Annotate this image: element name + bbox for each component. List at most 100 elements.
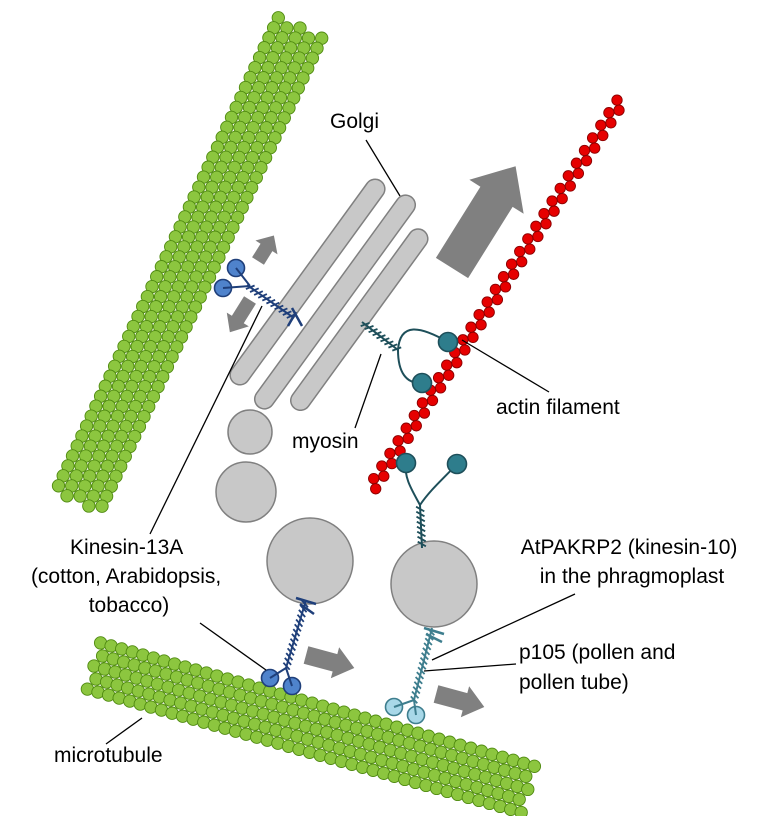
stalk-coil xyxy=(245,284,255,290)
actin-subunit xyxy=(441,359,453,371)
kinesin13a-neck xyxy=(222,267,251,289)
actin-subunit xyxy=(459,344,471,356)
actin-subunit xyxy=(451,357,463,369)
actin-subunit xyxy=(532,230,544,243)
microtubule-subunit xyxy=(60,489,74,503)
golgi-stack xyxy=(229,178,429,412)
actin-subunit xyxy=(548,205,560,217)
vesicle-small xyxy=(227,409,273,455)
labels-layer: Golgi actin filament myosin Kinesin-13A … xyxy=(31,110,737,767)
stalk-coil xyxy=(282,310,292,316)
stalk-coil xyxy=(414,676,423,685)
actin-subunit xyxy=(570,157,583,169)
myosin-stalk-vesicle xyxy=(415,504,427,549)
stalk-coil xyxy=(282,662,291,671)
p105-stalk xyxy=(410,627,435,704)
stalk-core xyxy=(285,599,307,669)
actin-subunit xyxy=(522,233,534,245)
actin-subunit xyxy=(572,167,585,180)
actin-subunit xyxy=(465,321,477,333)
stalk-coil xyxy=(422,647,431,656)
stalk-coil xyxy=(415,505,425,513)
kinesin13a-stalk-upper xyxy=(245,284,296,319)
kinesin13a-line: Kinesin-13A xyxy=(70,536,183,559)
golgi-cisterna xyxy=(291,229,428,410)
stalk-coil xyxy=(286,647,295,656)
actin-subunit xyxy=(491,293,504,306)
microtubule-subunit xyxy=(519,769,533,783)
myosin-leader xyxy=(354,353,382,429)
actin-subunit xyxy=(507,268,520,280)
stalk-coil xyxy=(360,321,370,327)
stalk-coil xyxy=(417,540,427,548)
myosin-head xyxy=(437,331,459,353)
kinesin13a-line: tobacco) xyxy=(89,594,170,617)
stalk-coil xyxy=(380,337,390,343)
stalk-coil xyxy=(424,637,433,646)
p105-cargo-tail xyxy=(423,626,445,644)
myosin-stalk-golgi xyxy=(360,321,402,352)
stalk-coil xyxy=(391,346,402,352)
atpakrp2-leader xyxy=(431,593,576,661)
stalk-coil xyxy=(261,296,272,302)
p105-line: pollen tube) xyxy=(519,671,629,694)
stalk-coil xyxy=(294,623,302,632)
kinesin13a-stalk-lower xyxy=(282,599,309,671)
p105-leader xyxy=(423,663,517,672)
filaments-layer xyxy=(51,11,625,816)
actin-subunit xyxy=(497,271,510,283)
actin-subunit xyxy=(408,409,420,422)
actin-subunit xyxy=(473,308,485,321)
actin-subunit xyxy=(578,144,591,157)
actin-subunit xyxy=(481,296,493,308)
actin-subunit xyxy=(432,372,445,384)
actin-subunit xyxy=(538,207,550,220)
stalk-coil xyxy=(296,614,305,623)
stalk-coil xyxy=(416,530,426,538)
microtubule-lower xyxy=(80,636,542,816)
stalk-coil xyxy=(253,290,264,296)
myosin-head xyxy=(395,452,417,474)
kinesin13a-line: (cotton, Arabidopsis, xyxy=(31,565,221,588)
stalk-coil xyxy=(301,599,309,608)
p105-neck xyxy=(393,699,417,716)
stalk-coil xyxy=(415,510,425,518)
microtubule-subunit xyxy=(527,759,542,773)
stalk-coil xyxy=(418,661,427,670)
stalk-coil xyxy=(384,340,394,346)
actin-subunit xyxy=(605,117,617,129)
kinesin13a-neck xyxy=(269,667,293,687)
stalk-coil xyxy=(289,638,298,647)
actin-subunit xyxy=(386,457,398,470)
actin-subunit xyxy=(489,283,502,296)
stalk-coil xyxy=(416,671,425,680)
actin-subunit xyxy=(516,256,528,268)
actin-leader xyxy=(461,339,550,393)
actin-subunit xyxy=(426,394,439,407)
actin-subunit xyxy=(589,142,601,154)
stalk-coil xyxy=(416,515,426,523)
actin-subunit xyxy=(514,245,526,258)
microtubule-subunit xyxy=(95,499,109,513)
actin-subunit xyxy=(530,220,542,232)
actin-subunit xyxy=(586,132,599,144)
stalk-coil xyxy=(416,525,426,533)
stalk-coil xyxy=(376,334,386,340)
microtubule-subunit xyxy=(82,499,96,513)
stalk-coil xyxy=(257,293,268,299)
microtubule-leader xyxy=(105,717,143,745)
stalk-coil xyxy=(266,298,276,305)
stalk-coil xyxy=(298,609,306,618)
stalk-coil xyxy=(421,652,429,661)
stalk-coil xyxy=(368,328,378,334)
stalk-coil xyxy=(295,618,304,628)
actin-subunit xyxy=(597,129,609,142)
stalk-coil xyxy=(413,681,422,690)
actin-subunit xyxy=(434,382,447,394)
stalk-coil xyxy=(411,690,420,699)
actin-subunit xyxy=(595,119,607,131)
actin-subunit xyxy=(410,420,422,432)
arrows-layer xyxy=(226,166,524,718)
kinesin13a-cargo-tail xyxy=(286,307,304,327)
actin-subunit xyxy=(603,107,615,119)
